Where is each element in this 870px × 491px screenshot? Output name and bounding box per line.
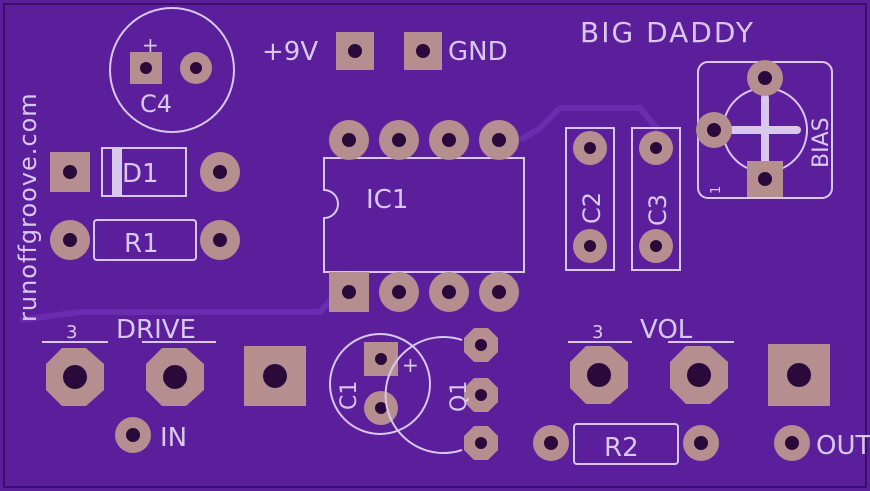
c2-capacitor: C2 xyxy=(565,127,615,271)
r2-label: R2 xyxy=(604,433,639,463)
trace-ic1-c3 xyxy=(518,105,661,143)
drive-pin3-label: 3 xyxy=(66,322,77,343)
c4-outline xyxy=(109,7,235,133)
bias-hole-2 xyxy=(707,123,721,137)
c1-hole-2 xyxy=(375,402,387,414)
r1-resistor: R1 xyxy=(50,219,240,261)
c2-hole-1 xyxy=(584,142,596,154)
bias-pin1-label: 1 xyxy=(709,186,724,194)
c2-hole-2 xyxy=(584,240,596,252)
d1-hole-2 xyxy=(213,165,227,179)
c1-outline xyxy=(329,333,431,435)
ic1-outline xyxy=(323,157,525,273)
r2-hole-1 xyxy=(544,436,558,450)
vol-hole-2 xyxy=(687,363,711,387)
c3-outline xyxy=(631,127,681,271)
board-title: BIG DADDY xyxy=(580,16,755,49)
website-label: runoffgroove.com xyxy=(14,92,42,322)
q1-hole-3 xyxy=(475,437,487,449)
c1-hole-1 xyxy=(375,353,387,365)
c3-hole-1 xyxy=(650,142,662,154)
r2-outline xyxy=(573,423,679,465)
d1-hole-1 xyxy=(63,165,77,179)
c1-label: C1 xyxy=(337,381,362,410)
c3-hole-2 xyxy=(650,240,662,252)
q1-label: Q1 xyxy=(447,381,472,412)
bias-hole-3 xyxy=(758,71,772,85)
ic1-hole-8 xyxy=(342,133,356,147)
c4-label: C4 xyxy=(140,90,172,118)
r2-hole-2 xyxy=(694,436,708,450)
drive-hole-2 xyxy=(163,365,187,389)
bias-cross xyxy=(729,94,801,166)
r2-resistor: R2 xyxy=(533,423,719,465)
drive-label: DRIVE xyxy=(116,315,196,345)
ic1-hole-5 xyxy=(492,133,506,147)
d1-band xyxy=(112,148,122,196)
c1-plus-mark: + xyxy=(402,353,419,377)
drive-hole-1 xyxy=(263,364,287,388)
bias-hole-1 xyxy=(758,172,772,186)
ic1-hole-6 xyxy=(442,133,456,147)
copper-traces xyxy=(19,105,661,323)
vol-pin3-label: 3 xyxy=(592,322,603,343)
c3-label: C3 xyxy=(644,194,672,226)
r1-hole-1 xyxy=(63,233,77,247)
d1-label: D1 xyxy=(122,159,159,189)
r1-outline xyxy=(93,219,197,261)
c4-hole-1 xyxy=(140,62,152,74)
q1-transistor: Q1 xyxy=(384,328,498,460)
ground-label: GND xyxy=(448,37,508,67)
ic1-hole-1 xyxy=(342,285,356,299)
trace-drive-ic1 xyxy=(19,293,338,323)
power-label: +9V xyxy=(262,37,318,67)
c4-capacitor: + C4 xyxy=(109,7,235,133)
d1-outline xyxy=(101,147,187,197)
vol-pot: 3 VOL xyxy=(568,315,830,406)
q1-hole-1 xyxy=(475,339,487,351)
in-hole xyxy=(126,428,140,442)
drive-pot: 3 DRIVE xyxy=(42,315,306,406)
bias-label: BIAS xyxy=(809,117,834,168)
vol-hole-1 xyxy=(787,363,811,387)
vol-hole-3 xyxy=(587,363,611,387)
q1-hole-2 xyxy=(475,389,487,401)
ic1-hole-4 xyxy=(492,285,506,299)
c4-hole-2 xyxy=(190,62,202,74)
c4-plus-mark: + xyxy=(142,33,159,57)
d1-diode: D1 xyxy=(50,147,240,197)
r1-hole-2 xyxy=(213,233,227,247)
power-hole xyxy=(348,44,362,58)
ic1-hole-3 xyxy=(442,285,456,299)
ic1-chip: IC1 xyxy=(323,120,525,312)
q1-outline xyxy=(384,336,463,454)
c3-capacitor: C3 xyxy=(631,127,681,271)
c2-outline xyxy=(565,127,615,271)
c1-capacitor: + C1 xyxy=(329,333,431,435)
in-label: IN xyxy=(160,423,187,453)
drive-hole-3 xyxy=(63,365,87,389)
out-hole xyxy=(785,436,799,450)
ic1-label: IC1 xyxy=(366,185,408,215)
c2-label: C2 xyxy=(578,192,606,224)
ic1-hole-7 xyxy=(392,133,406,147)
ground-hole xyxy=(416,44,430,58)
bias-trimmer: BIAS 1 xyxy=(696,60,834,199)
board-outline xyxy=(3,3,867,488)
vol-label: VOL xyxy=(640,315,693,345)
out-label: OUT xyxy=(816,431,870,461)
ic1-hole-2 xyxy=(392,285,406,299)
r1-label: R1 xyxy=(124,229,159,259)
